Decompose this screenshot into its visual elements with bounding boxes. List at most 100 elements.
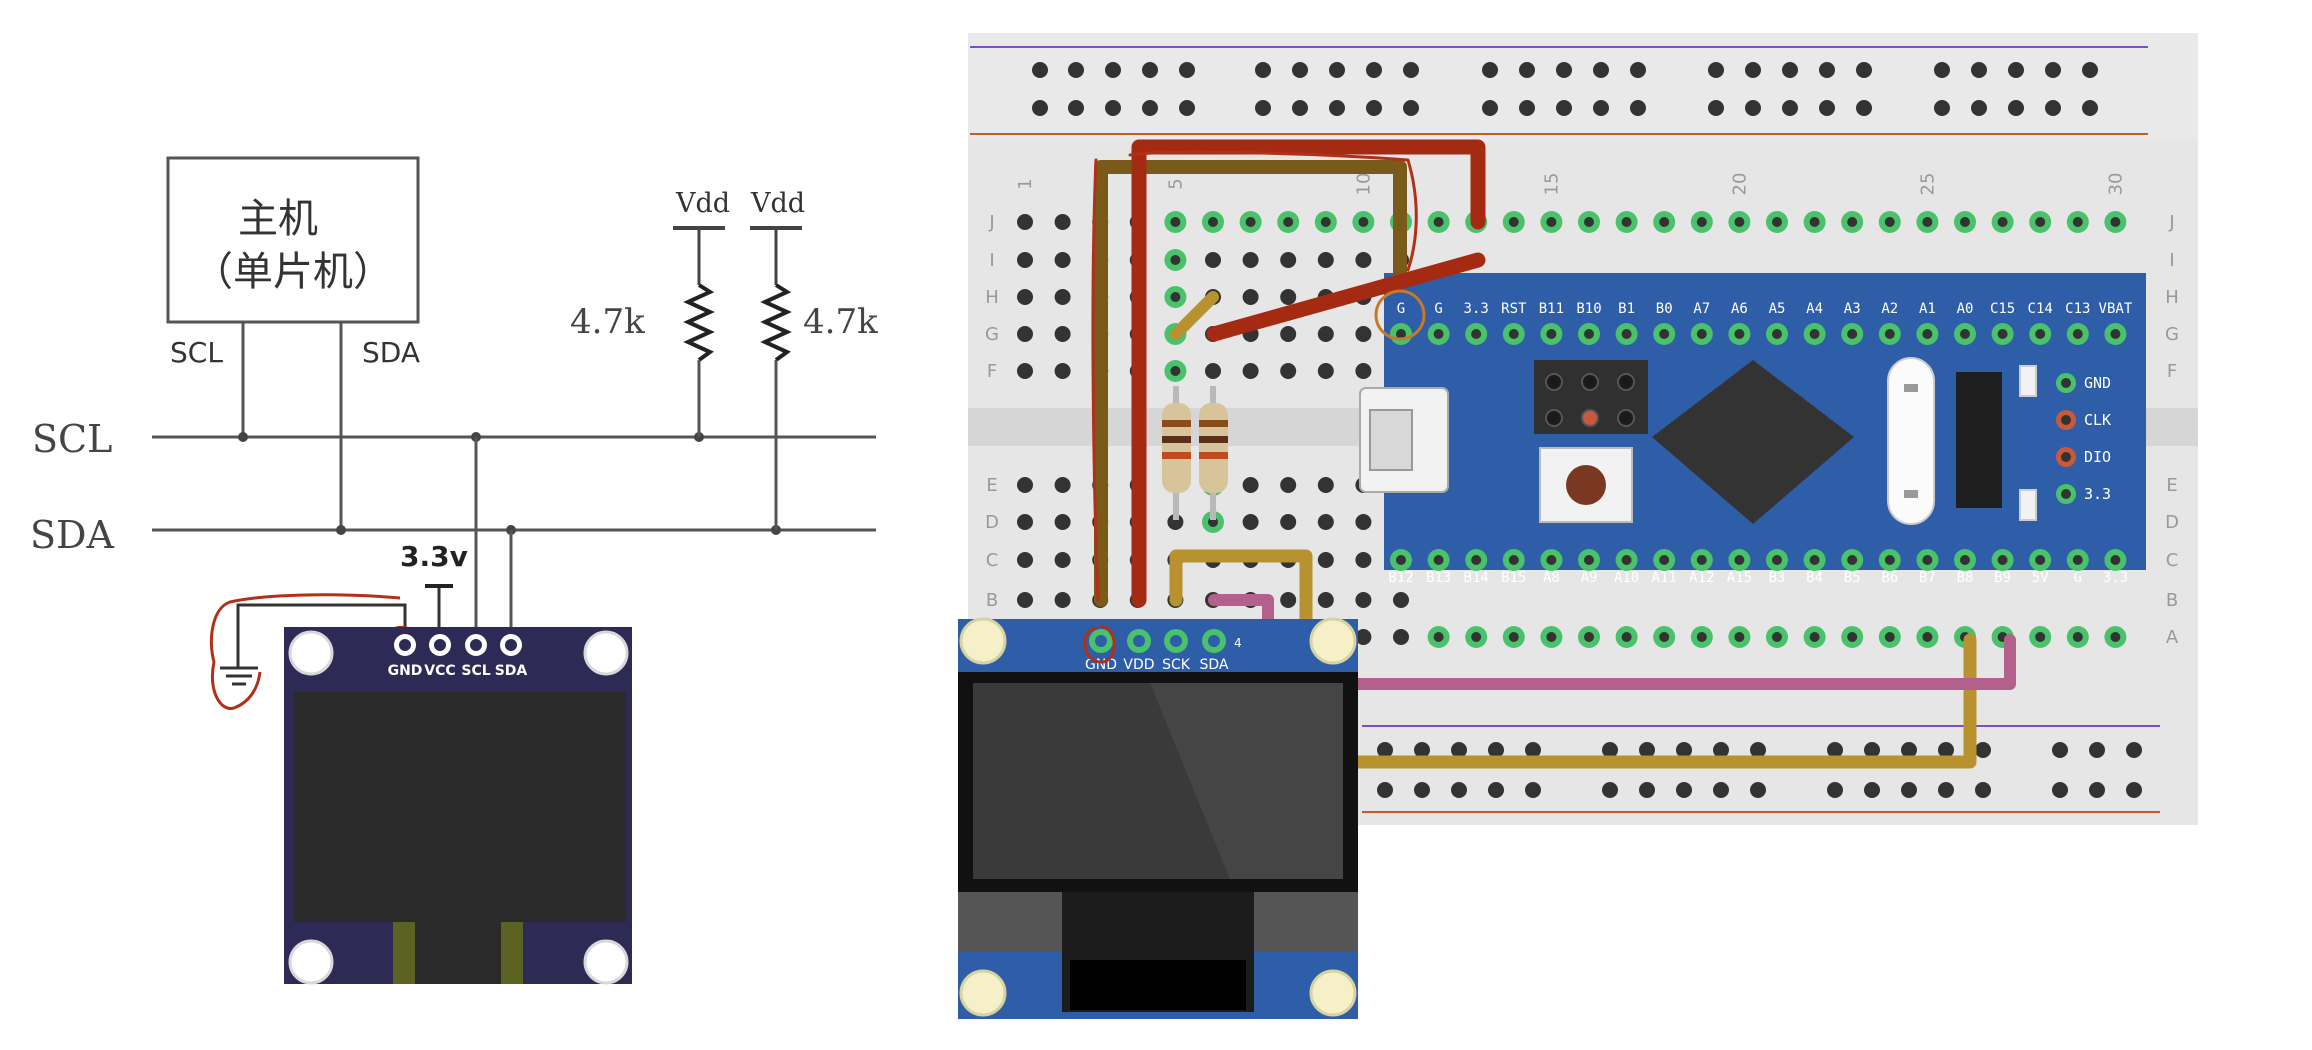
rail-hole	[1676, 742, 1692, 758]
mount-hole	[288, 939, 334, 985]
breadboard-hole	[1317, 592, 1334, 608]
rail-hole	[1377, 742, 1393, 758]
row-letter: C	[2166, 550, 2179, 571]
stm32-bottom-pin-label: A9	[1581, 570, 1598, 586]
usb-port	[1369, 409, 1413, 471]
rail-hole	[1934, 100, 1950, 116]
breadboard-hole	[1017, 363, 1033, 379]
breadboard-hole	[1317, 252, 1334, 268]
rail-hole	[1451, 742, 1467, 758]
row-letter: J	[2168, 212, 2174, 233]
rail-hole	[1827, 782, 1843, 798]
swd-pin-label: DIO	[2084, 448, 2111, 466]
rail-hole	[1602, 782, 1618, 798]
breadboard-hole	[1017, 289, 1033, 305]
swd-header-pin	[1581, 373, 1599, 391]
reset-button[interactable]	[1566, 465, 1606, 505]
rail-hole	[1329, 100, 1345, 116]
annotation-g-pin-circle	[1374, 289, 1426, 341]
breadboard-hole	[1017, 514, 1033, 530]
rail-hole	[1451, 782, 1467, 798]
stm32-bottom-pin-label: B13	[1426, 570, 1451, 586]
breadboard-hole	[1317, 514, 1334, 530]
breadboard-resistors	[1162, 386, 1228, 520]
oled-right-pin-label: VDD	[1123, 657, 1154, 673]
breadboard-hole	[1054, 252, 1071, 268]
breadboard-hole	[1355, 363, 1372, 379]
stm32-bottom-pin-label: B12	[1388, 570, 1413, 586]
stm32-top-pin-label: A1	[1919, 301, 1936, 317]
mount-hole	[1309, 617, 1357, 665]
stm32-top-pin-label: G	[1397, 301, 1405, 317]
stm32-top-pin-label: A5	[1769, 301, 1786, 317]
column-number: 1	[1015, 178, 1036, 189]
stm32-bottom-pin-label: B14	[1464, 570, 1489, 586]
stm32-top-pin-label: B1	[1618, 301, 1635, 317]
breadboard-hole	[1205, 363, 1221, 379]
bus-scl-label: SCL	[32, 417, 112, 461]
row-letter: I	[989, 250, 994, 271]
wire-red-vcc	[1131, 139, 1486, 608]
stm32-top-pin-label: A6	[1731, 301, 1748, 317]
stm32-bottom-pin-label: 5V	[2032, 570, 2049, 586]
rail-hole	[1488, 782, 1504, 798]
mount-hole	[583, 630, 629, 676]
stm32-top-pin-label: A2	[1881, 301, 1898, 317]
column-number: 5	[1165, 178, 1186, 189]
rail-hole	[1593, 100, 1609, 116]
stm32-bottom-pin-label: G	[2074, 570, 2082, 586]
rail-hole	[2089, 742, 2105, 758]
rail-hole	[1403, 62, 1419, 78]
row-letter: E	[986, 475, 997, 496]
stm32-top-pin-label: A4	[1806, 301, 1823, 317]
stm32-top-pin-label: C13	[2065, 301, 2090, 317]
vdd-left-label: Vdd	[675, 188, 730, 219]
rail-hole	[1482, 100, 1498, 116]
rail-hole	[1414, 742, 1430, 758]
row-letter: I	[2169, 250, 2174, 271]
mcu-chip	[1652, 360, 1854, 524]
rail-hole	[1142, 100, 1158, 116]
mount-hole	[288, 630, 334, 676]
stm32-bottom-pin-label: A12	[1689, 570, 1714, 586]
breadboard-hole	[1355, 326, 1372, 342]
crystal-pad	[1904, 384, 1918, 392]
breadboard-hole	[1317, 363, 1334, 379]
annotation-wire-scribble	[1091, 150, 1418, 602]
rail-hole	[1519, 62, 1535, 78]
breadboard-hole	[1017, 592, 1033, 608]
stm32-bottom-pin-label: A8	[1543, 570, 1560, 586]
stm32-top-pin-label: B10	[1576, 301, 1601, 317]
stm32-top-pin-label: VBAT	[2099, 301, 2133, 317]
rail-hole	[1403, 100, 1419, 116]
rail-hole	[1827, 742, 1843, 758]
stm32-bottom-pin-label: B15	[1501, 570, 1526, 586]
column-number: 25	[1917, 173, 1938, 196]
breadboard-hole	[1242, 252, 1259, 268]
rail-hole	[1105, 100, 1121, 116]
breadboard-top-rail	[968, 33, 2198, 141]
rail-hole	[1938, 742, 1954, 758]
led-indicator	[2019, 365, 2037, 397]
breadboard-hole	[1317, 477, 1334, 493]
rail-hole	[1639, 742, 1655, 758]
rail-hole	[2052, 782, 2068, 798]
annotation-gnd-circle	[1083, 624, 1116, 664]
stm32-bottom-pin-label: A15	[1727, 570, 1752, 586]
stm32-bottom-pin-label: B5	[1844, 570, 1861, 586]
rail-hole	[1525, 782, 1541, 798]
oled-left-pin-label: GND	[388, 663, 423, 679]
oled-right-header	[958, 619, 1358, 667]
rail-hole	[1856, 62, 1872, 78]
host-label-line2: （单片机）	[193, 249, 393, 295]
rail-hole	[1856, 100, 1872, 116]
stm32-top-pin-label: A7	[1693, 301, 1710, 317]
breadboard-hole	[1017, 552, 1033, 568]
stm32-top-pin-label: A3	[1844, 301, 1861, 317]
stm32-top-pin-label: 3.3	[1464, 301, 1489, 317]
